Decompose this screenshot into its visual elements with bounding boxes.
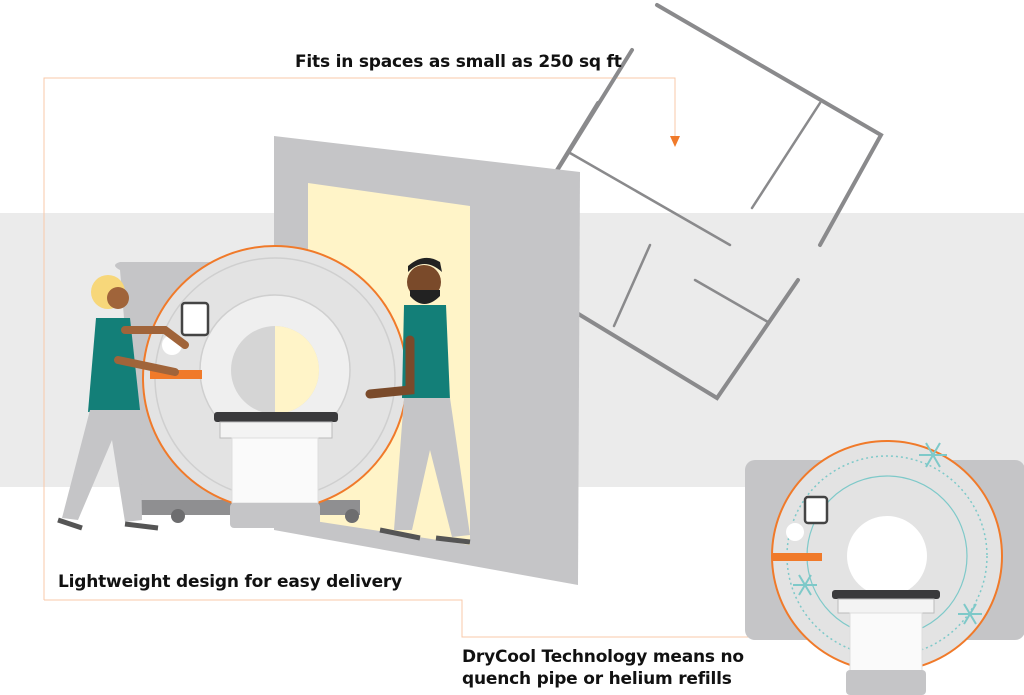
drycool-scanner: [745, 440, 1024, 695]
caption-space: Fits in spaces as small as 250 sq ft: [295, 52, 622, 72]
mri-scanner-icon: [115, 245, 408, 528]
caption-drycool: DryCool Technology means no quench pipe …: [462, 646, 744, 690]
callout-lines: [43, 77, 772, 638]
arrow-down-icon: [670, 136, 680, 147]
caption-drycool-line2: quench pipe or helium refills: [462, 669, 732, 689]
snowflake-icon: [793, 574, 817, 596]
snowflake-icon: [958, 603, 982, 625]
person-left: [57, 275, 189, 531]
person-right: [365, 257, 471, 545]
snowflake-icon: [919, 442, 947, 468]
caption-weight: Lightweight design for easy delivery: [58, 572, 402, 592]
caption-drycool-line1: DryCool Technology means no: [462, 647, 744, 667]
